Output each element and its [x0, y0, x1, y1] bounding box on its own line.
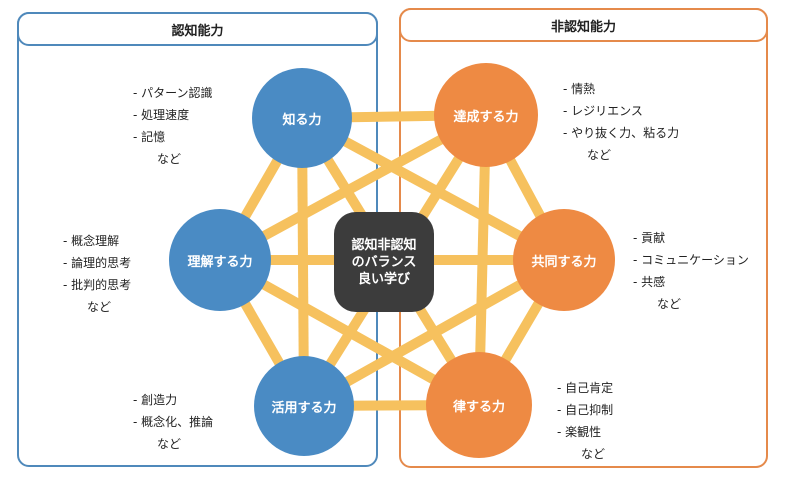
list-more: など [157, 152, 182, 166]
cognitive-panel: 認知能力 [17, 12, 378, 467]
list-item: 貢献 [633, 227, 749, 249]
list-shiru: パターン認識 処理速度 記憶 など [133, 82, 213, 170]
center-balance-node: 認知非認知 のバランス 良い学び [334, 212, 434, 312]
list-more: など [587, 148, 612, 162]
list-more: など [581, 447, 606, 461]
list-more: など [157, 437, 182, 451]
list-kyodo: 貢献 コミュニケーション 共感 など [633, 227, 749, 315]
list-tassei: 情熱 レジリエンス やり抜く力、粘る力 など [563, 78, 679, 166]
list-item: 創造力 [133, 389, 213, 411]
node-rikai-label: 理解する力 [187, 254, 253, 270]
list-item: 情熱 [563, 78, 679, 100]
node-shiru-label: 知る力 [282, 112, 322, 128]
node-kyodo: 共同する力 [513, 209, 615, 311]
node-ritsu: 律する力 [426, 352, 532, 458]
list-item: 楽観性 [557, 421, 613, 443]
node-kyodo-label: 共同する力 [531, 254, 597, 270]
node-shiru: 知る力 [252, 68, 352, 168]
node-rikai: 理解する力 [169, 209, 271, 311]
list-item: 記憶 [133, 126, 213, 148]
noncognitive-panel-title: 非認知能力 [399, 8, 768, 42]
node-tassei: 達成する力 [434, 63, 538, 167]
list-katsuyo: 創造力 概念化、推論 など [133, 389, 213, 455]
list-ritsu: 自己肯定 自己抑制 楽観性 など [557, 377, 613, 465]
list-item: 概念理解 [63, 230, 131, 252]
list-item: 概念化、推論 [133, 411, 213, 433]
list-item: やり抜く力、粘る力 [563, 122, 679, 144]
list-item: コミュニケーション [633, 249, 749, 271]
list-item: 共感 [633, 271, 749, 293]
node-tassei-label: 達成する力 [453, 109, 519, 125]
list-more: など [87, 300, 112, 314]
list-more: など [657, 297, 682, 311]
list-item: 自己肯定 [557, 377, 613, 399]
list-item: パターン認識 [133, 82, 212, 104]
list-item: レジリエンス [563, 100, 679, 122]
center-line-1: 認知非認知 [351, 237, 417, 253]
list-item: 批判的思考 [63, 274, 131, 296]
node-ritsu-label: 律する力 [452, 399, 505, 415]
list-item: 処理速度 [133, 104, 213, 126]
cognitive-panel-title: 認知能力 [17, 12, 378, 46]
node-katsuyo-label: 活用する力 [271, 400, 337, 416]
list-item: 自己抑制 [557, 399, 613, 421]
center-line-3: 良い学び [357, 271, 410, 287]
center-line-2: のバランス [351, 254, 417, 270]
list-rikai: 概念理解 論理的思考 批判的思考 など [63, 230, 131, 318]
list-item: 論理的思考 [63, 252, 131, 274]
node-katsuyo: 活用する力 [254, 356, 354, 456]
